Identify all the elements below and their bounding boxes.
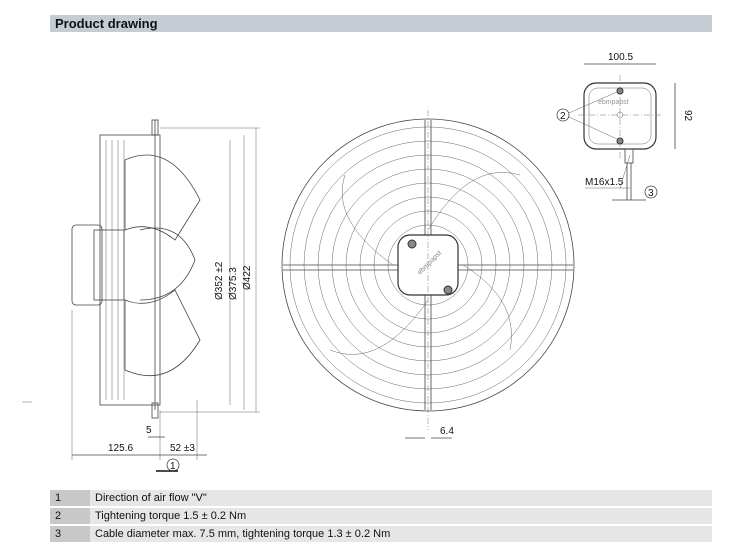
callout-2: 2 bbox=[560, 111, 566, 122]
side-view: Ø352 ±2 Ø375.3 Ø422 125.6 52 ±3 5 1 bbox=[22, 119, 260, 472]
dim-352: Ø352 ±2 bbox=[214, 261, 225, 300]
thread-label: M16x1.5 bbox=[585, 177, 624, 188]
dim-5: 5 bbox=[146, 425, 152, 436]
callout-3: 3 bbox=[648, 188, 654, 199]
dim-125: 125.6 bbox=[108, 443, 133, 454]
note-number: 2 bbox=[50, 508, 90, 524]
front-view: ebmpapst 6.4 bbox=[281, 110, 575, 439]
callout-1: 1 bbox=[170, 461, 176, 472]
note-number: 3 bbox=[50, 526, 90, 542]
note-text: Tightening torque 1.5 ± 0.2 Nm bbox=[90, 508, 712, 524]
dim-box-height: 92 bbox=[682, 110, 693, 122]
dim-375: Ø375.3 bbox=[228, 267, 239, 300]
section-header: Product drawing bbox=[50, 15, 712, 32]
note-text: Cable diameter max. 7.5 mm, tightening t… bbox=[90, 526, 712, 542]
note-text: Direction of air flow "V" bbox=[90, 490, 712, 506]
box-logo: ebmpapst bbox=[598, 99, 629, 106]
dim-box-width: 100.5 bbox=[608, 52, 633, 63]
terminal-box-view: ebmpapst 100.5 92 2 M16x1.5 3 bbox=[556, 52, 693, 201]
section-title: Product drawing bbox=[55, 16, 158, 31]
dim-52: 52 ±3 bbox=[170, 443, 195, 454]
dim-6-4: 6.4 bbox=[440, 426, 454, 437]
dim-422: Ø422 bbox=[242, 265, 253, 290]
note-number: 1 bbox=[50, 490, 90, 506]
